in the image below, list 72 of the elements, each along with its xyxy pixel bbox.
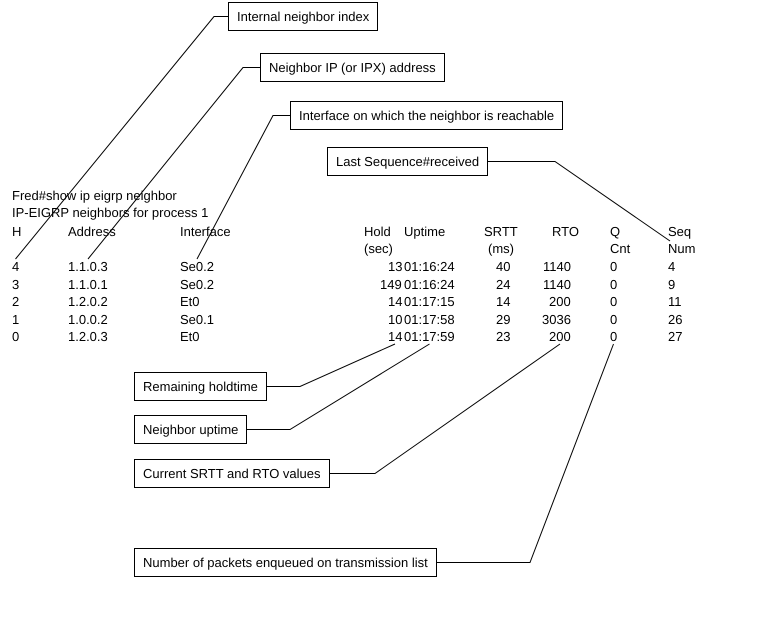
output-text: Et0 xyxy=(180,294,200,309)
leader-line xyxy=(15,16,228,260)
leader-line xyxy=(488,161,670,242)
leader-line xyxy=(88,67,260,260)
output-text: 1.1.0.1 xyxy=(68,276,108,292)
callout-box: Remaining holdtime xyxy=(134,372,267,401)
output-text: 3 xyxy=(12,276,20,292)
output-text: (sec) xyxy=(364,241,393,256)
output-text: 01:16:24 xyxy=(404,276,455,292)
output-text: 1 xyxy=(12,312,20,326)
output-text: 0 xyxy=(610,259,618,274)
output-text: 9 xyxy=(668,276,676,292)
output-text: Num xyxy=(668,241,696,256)
callout-box: Internal neighbor index xyxy=(228,2,378,31)
callout-box: Number of packets enqueued on transmission list xyxy=(134,548,437,577)
output-text: Q xyxy=(610,224,620,239)
output-text: 27 xyxy=(668,329,682,344)
output-text: 0 xyxy=(12,329,20,344)
leader-line xyxy=(330,344,560,474)
output-text: 29 xyxy=(496,312,510,326)
output-text: 1140 xyxy=(543,259,571,274)
output-text: 149 xyxy=(380,276,402,292)
output-text: 3036 xyxy=(542,312,571,326)
callout-box: Current SRTT and RTO values xyxy=(134,459,330,488)
callout-box: Neighbor uptime xyxy=(134,415,248,444)
callout-box: Last Sequence#received xyxy=(327,147,488,176)
output-text: 1.2.0.2 xyxy=(68,294,108,309)
callout-box: Interface on which the neighbor is reachable xyxy=(290,101,564,130)
output-text: Hold xyxy=(364,224,391,239)
leader-line xyxy=(246,344,430,430)
output-text: 24 xyxy=(496,276,510,292)
leader-line xyxy=(196,115,290,260)
output-text: 01:16:24 xyxy=(404,259,455,274)
output-text: SRTT xyxy=(484,224,518,239)
output-text: 0 xyxy=(610,294,618,309)
output-text: 4 xyxy=(668,259,676,274)
output-text: 23 xyxy=(496,329,510,344)
output-text: RTO xyxy=(552,224,579,239)
output-text: 14 xyxy=(388,294,402,309)
output-text: 01:17:59 xyxy=(404,329,455,344)
output-text: Se0.1 xyxy=(180,312,214,326)
output-text: (ms) xyxy=(488,241,514,256)
output-text: 01:17:15 xyxy=(404,294,455,309)
output-text: 4 xyxy=(12,259,20,274)
output-text: 40 xyxy=(496,259,510,274)
output-text: 13 xyxy=(388,259,402,274)
output-text: 10 xyxy=(388,312,402,326)
output-text: 0 xyxy=(610,276,618,292)
output-text: Se0.2 xyxy=(180,259,214,274)
callout-box: Neighbor IP (or IPX) address xyxy=(260,53,445,82)
output-text: Cnt xyxy=(610,241,630,256)
output-text: 1140 xyxy=(543,276,571,292)
output-text: 14 xyxy=(496,294,510,309)
output-text: 200 xyxy=(549,329,571,344)
output-text: Uptime xyxy=(404,224,446,239)
output-text: 14 xyxy=(388,329,402,344)
output-text: 11 xyxy=(668,294,682,309)
output-text: Seq xyxy=(668,224,692,239)
output-text: 01:17:58 xyxy=(404,312,455,326)
output-text: 2 xyxy=(12,294,20,309)
output-text: 200 xyxy=(549,294,571,309)
output-text: 1.2.0.3 xyxy=(68,329,108,344)
output-text: 1.0.0.2 xyxy=(68,312,108,326)
output-text: H xyxy=(12,224,22,239)
output-text: 1.1.0.3 xyxy=(68,259,108,274)
output-text: Se0.2 xyxy=(180,276,214,292)
leader-line xyxy=(436,344,614,563)
output-text: 26 xyxy=(668,312,682,326)
output-text: Et0 xyxy=(180,329,200,344)
output-text: 0 xyxy=(610,329,618,344)
leader-line xyxy=(266,344,396,387)
output-text: 0 xyxy=(610,312,618,326)
